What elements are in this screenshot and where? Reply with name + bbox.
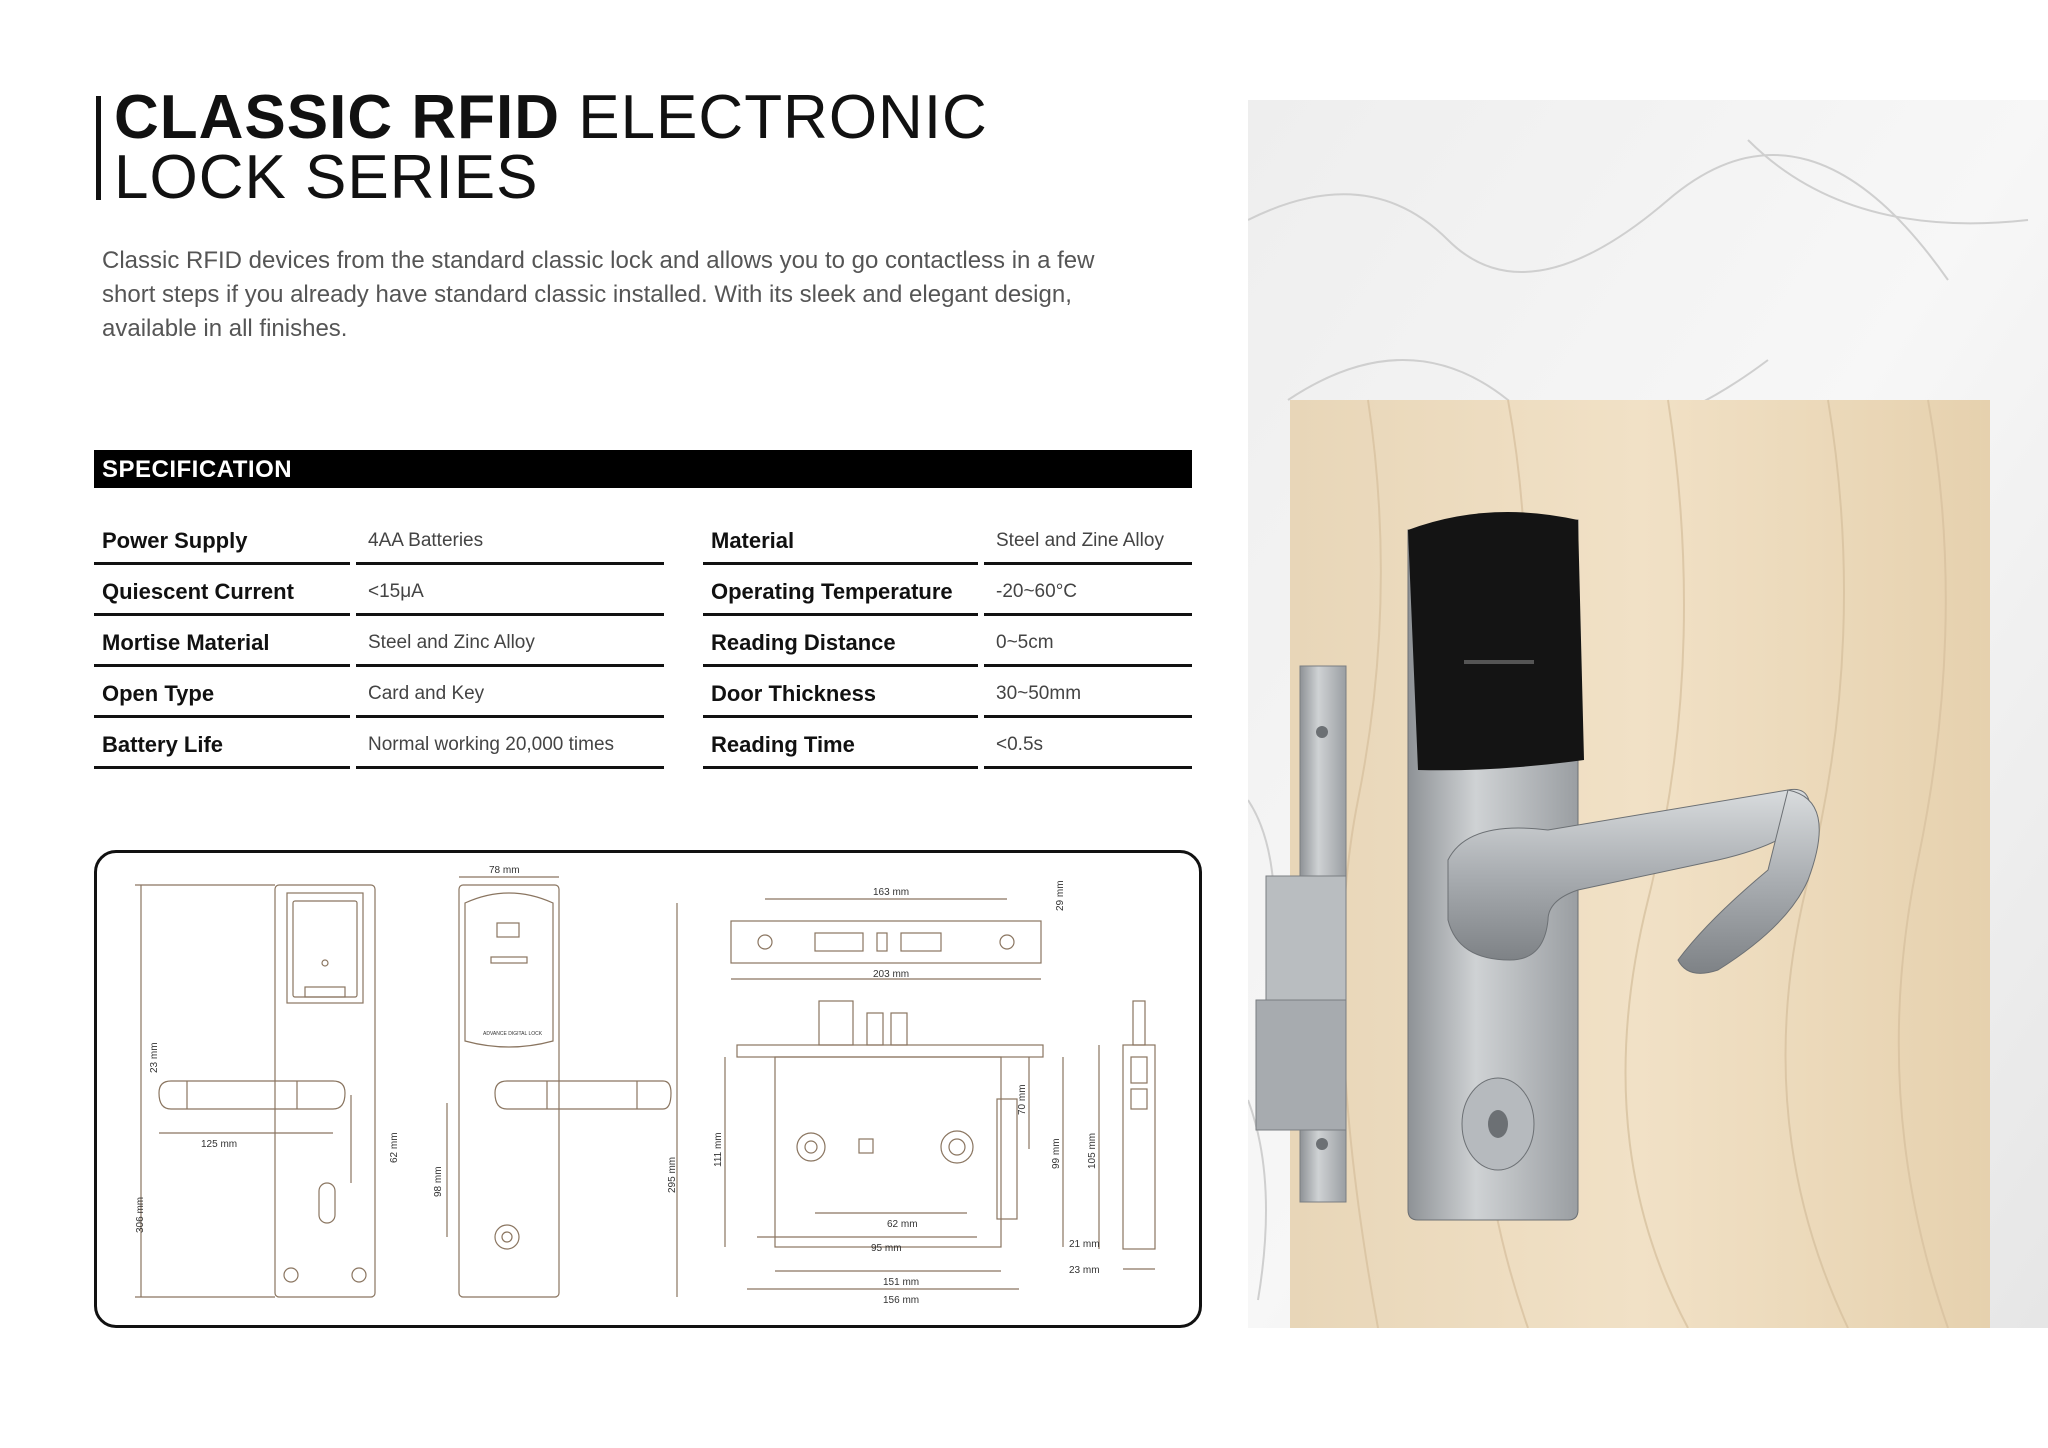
dim-label: 21 mm — [1069, 1239, 1100, 1250]
spec-value-cell: Normal working 20,000 times — [356, 718, 664, 769]
title-accent-bar — [96, 96, 101, 200]
lock-product-illustration — [1248, 100, 2048, 1328]
dim-label: 163 mm — [873, 887, 909, 898]
spec-label-cell: Operating Temperature — [703, 565, 978, 616]
spec-value-cell: 0~5cm — [984, 616, 1192, 667]
spec-label-cell: Mortise Material — [94, 616, 350, 667]
reader-indicator — [1464, 660, 1534, 664]
dim-label: 125 mm — [201, 1139, 237, 1150]
dim-label: 78 mm — [489, 865, 520, 876]
technical-drawing-panel: 78 mm 23 mm 125 mm 62 mm 306 mm 98 mm 29… — [94, 850, 1202, 1328]
spec-label: Mortise Material — [102, 630, 270, 655]
spec-label: Battery Life — [102, 732, 224, 757]
dim-label: 70 mm — [1017, 1084, 1028, 1115]
side-view-drawing — [458, 884, 672, 1298]
dim-label: 23 mm — [1069, 1265, 1100, 1276]
spec-label: Reading Distance — [711, 630, 896, 655]
dim-label: 98 mm — [433, 1166, 444, 1197]
dim-label: 156 mm — [883, 1295, 919, 1306]
specification-heading: SPECIFICATION — [102, 456, 293, 483]
intro-paragraph: Classic RFID devices from the standard c… — [102, 247, 1095, 342]
spec-label: Reading Time — [711, 732, 855, 757]
spec-value-cell: Steel and Zine Alloy — [984, 514, 1192, 565]
spec-label-cell: Open Type — [94, 667, 350, 718]
dim-label: 306 mm — [135, 1197, 146, 1233]
spec-label-cell: Door Thickness — [703, 667, 978, 718]
page-title-line-2: LOCK SERIES — [114, 143, 539, 212]
specification-header: SPECIFICATION — [94, 450, 1192, 488]
brand-engraving: ADVANCE DIGITAL LOCK — [483, 1031, 543, 1037]
spec-value: Steel and Zine Alloy — [996, 530, 1164, 551]
spec-value: <0.5s — [996, 734, 1044, 755]
product-photo — [1248, 100, 2048, 1328]
dim-label: 95 mm — [871, 1243, 902, 1254]
mortise-side-profile-drawing — [1122, 1000, 1156, 1250]
technical-drawing: 78 mm 23 mm 125 mm 62 mm 306 mm 98 mm 29… — [135, 865, 1156, 1306]
spec-value: Normal working 20,000 times — [368, 734, 615, 755]
spec-label: Quiescent Current — [102, 579, 294, 604]
dim-label: 105 mm — [1087, 1133, 1098, 1169]
dim-label: 62 mm — [389, 1132, 400, 1163]
dim-label: 111 mm — [713, 1132, 724, 1167]
spec-value: 4AA Batteries — [368, 530, 484, 551]
front-view-drawing — [158, 884, 376, 1298]
spec-label-cell: Quiescent Current — [94, 565, 350, 616]
mortise-body-drawing — [736, 1000, 1044, 1248]
spec-value-cell: 30~50mm — [984, 667, 1192, 718]
spec-label: Open Type — [102, 681, 215, 706]
spec-value-cell: <15μA — [356, 565, 664, 616]
page-title-light: ELECTRONIC — [560, 83, 988, 152]
dim-label: 23 mm — [149, 1042, 160, 1073]
dim-label: 99 mm — [1051, 1138, 1062, 1169]
spec-value: <15μA — [368, 581, 424, 602]
dim-label: 203 mm — [873, 969, 909, 980]
dim-label: 62 mm — [887, 1219, 918, 1230]
screw-icon — [1316, 726, 1328, 738]
spec-value: 0~5cm — [996, 632, 1054, 653]
page-title-bold: CLASSIC RFID — [114, 83, 560, 152]
dead-bolt — [1255, 999, 1347, 1131]
spec-label: Material — [711, 528, 795, 553]
spec-value: Card and Key — [368, 683, 485, 704]
spec-label: Power Supply — [102, 528, 248, 553]
spec-label-cell: Reading Distance — [703, 616, 978, 667]
spec-value-cell: Card and Key — [356, 667, 664, 718]
spec-label: Door Thickness — [711, 681, 877, 706]
dim-label: 151 mm — [883, 1277, 919, 1288]
spec-value-cell: -20~60°C — [984, 565, 1192, 616]
spec-label-cell: Material — [703, 514, 978, 565]
spec-label-cell: Reading Time — [703, 718, 978, 769]
spec-value: -20~60°C — [996, 581, 1078, 602]
spec-value-cell: Steel and Zinc Alloy — [356, 616, 664, 667]
spec-value: 30~50mm — [996, 683, 1082, 704]
mortise-face-plate-drawing — [730, 920, 1042, 964]
spec-label: Operating Temperature — [711, 579, 953, 604]
rfid-reader-cover — [1408, 512, 1584, 771]
spec-value: Steel and Zinc Alloy — [368, 632, 535, 653]
spec-value-cell: <0.5s — [984, 718, 1192, 769]
spec-label-cell: Power Supply — [94, 514, 350, 565]
lever-handle — [1447, 788, 1811, 961]
spec-label-cell: Battery Life — [94, 718, 350, 769]
dim-label: 29 mm — [1055, 880, 1066, 911]
page-title-line-1: CLASSIC RFID ELECTRONIC — [114, 87, 988, 149]
screw-icon — [1316, 1138, 1328, 1150]
spec-value-cell: 4AA Batteries — [356, 514, 664, 565]
dim-label: 295 mm — [667, 1157, 678, 1193]
